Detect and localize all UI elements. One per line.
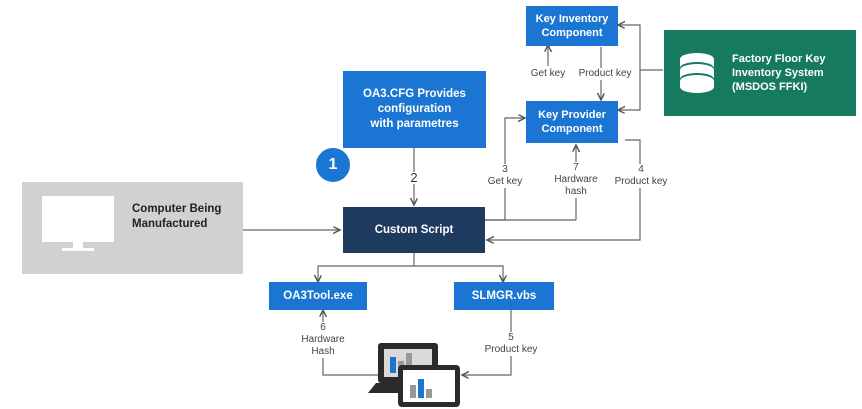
step-3-label: 3 Get key — [482, 164, 528, 188]
custom-script-box: Custom Script — [343, 207, 485, 253]
computer-box: Computer Being Manufactured — [22, 182, 243, 274]
step-4-label: 4 Product key — [610, 164, 672, 188]
ffki-label: Factory Floor Key Inventory System (MSDO… — [732, 53, 826, 93]
step-2-label: 2 — [404, 171, 424, 184]
computer-label: Computer Being Manufactured — [132, 203, 222, 230]
step-7-label: 7 Hardware hash — [548, 162, 604, 198]
step-1-badge: 1 — [314, 146, 352, 184]
oa3tool-box: OA3Tool.exe — [269, 282, 367, 310]
key-inventory-component: Key Inventory Component — [526, 6, 618, 46]
slmgr-box: SLMGR.vbs — [454, 282, 554, 310]
step-6-label: 6 Hardware Hash — [296, 322, 350, 358]
ffki-system: Factory Floor Key Inventory System (MSDO… — [664, 30, 856, 116]
product-key-label: Product key — [574, 68, 636, 80]
monitor-icon — [42, 196, 114, 251]
database-icon — [680, 53, 714, 93]
oa3cfg-box: OA3.CFG Provides configuration with para… — [343, 71, 486, 148]
devices-icon — [368, 343, 460, 407]
key-provider-component: Key Provider Component — [526, 101, 618, 143]
step-5-label: 5 Product key — [474, 332, 548, 356]
get-key-label: Get key — [526, 68, 570, 80]
